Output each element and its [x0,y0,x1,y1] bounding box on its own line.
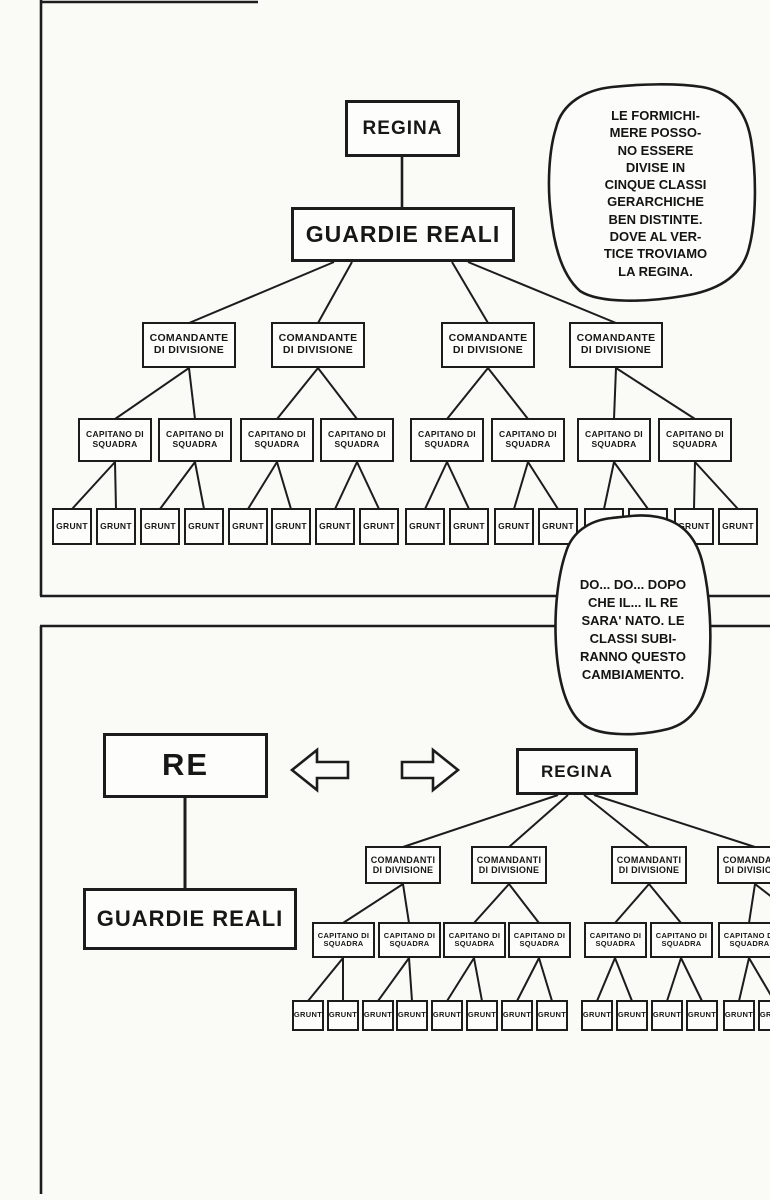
org-box-captain: CAPITANO DI SQUADRA [508,922,571,958]
org-box-grunt: GRUNT [431,1000,463,1031]
org-box-grunt: GRUNT [718,508,758,545]
org-box-grunt: GRUNT [616,1000,648,1031]
org-box-grunt: GRUNT [292,1000,324,1031]
org-box-captain: CAPITANO DI SQUADRA [658,418,732,462]
org-box-captain: CAPITANO DI SQUADRA [491,418,565,462]
org-box-captain: CAPITANO DI SQUADRA [78,418,152,462]
org-box-king: RE [103,733,268,798]
org-box-grunt: GRUNT [651,1000,683,1031]
org-box-grunt: GRUNT [501,1000,533,1031]
org-box-grunt: GRUNT [327,1000,359,1031]
speech-bubble-top-text: LE FORMICHI- MERE POSSO- NO ESSERE DIVIS… [603,108,708,279]
org-box-queen: REGINA [345,100,460,157]
org-box-grunt: GRUNT [315,508,355,545]
org-box-grunt: GRUNT [758,1000,770,1031]
org-box-captain: CAPITANO DI SQUADRA [577,418,651,462]
org-box-grunt: GRUNT [581,1000,613,1031]
speech-bubble-bottom-text: DO... DO... DOPO CHE IL... IL RE SARA' N… [579,577,687,682]
org-box-captain: CAPITANO DI SQUADRA [158,418,232,462]
org-box-grunt: GRUNT [405,508,445,545]
org-box-grunt: GRUNT [359,508,399,545]
org-box-commander: COMANDANTI DI DIVISIONE [611,846,687,884]
org-box-grunt: GRUNT [449,508,489,545]
org-box-captain: CAPITANO DI SQUADRA [443,922,506,958]
org-box-commander: COMANDANTE DI DIVISIONE [271,322,365,368]
org-box-grunt: GRUNT [228,508,268,545]
org-box-grunt: GRUNT [140,508,180,545]
org-box-grunt: GRUNT [686,1000,718,1031]
org-box-royal-guards: GUARDIE REALI [83,888,297,950]
org-box-captain: CAPITANO DI SQUADRA [240,418,314,462]
org-box-grunt: GRUNT [96,508,136,545]
org-box-royal-guards: GUARDIE REALI [291,207,515,262]
org-box-grunt: GRUNT [674,508,714,545]
org-box-commander: COMANDANTI DI DIVISIONE [365,846,441,884]
org-box-commander: COMANDANTE DI DIVISIONE [142,322,236,368]
org-box-grunt: GRUNT [536,1000,568,1031]
org-box-commander: COMANDANTI DI DIVISIONE [717,846,770,884]
org-box-grunt: GRUNT [466,1000,498,1031]
org-box-captain: CAPITANO DI SQUADRA [320,418,394,462]
org-box-captain: CAPITANO DI SQUADRA [312,922,375,958]
org-box-grunt: GRUNT [271,508,311,545]
org-box-grunt: GRUNT [723,1000,755,1031]
arrow-right-icon [400,747,461,793]
org-box-grunt: GRUNT [396,1000,428,1031]
org-box-captain: CAPITANO DI SQUADRA [584,922,647,958]
org-box-commander: COMANDANTE DI DIVISIONE [441,322,535,368]
org-box-grunt: GRUNT [494,508,534,545]
org-box-queen: REGINA [516,748,638,795]
org-box-grunt: GRUNT [538,508,578,545]
org-box-captain: CAPITANO DI SQUADRA [650,922,713,958]
org-box-grunt: GRUNT [584,508,624,545]
org-box-captain: CAPITANO DI SQUADRA [718,922,770,958]
org-box-commander: COMANDANTI DI DIVISIONE [471,846,547,884]
org-box-grunt: GRUNT [52,508,92,545]
org-box-grunt: GRUNT [184,508,224,545]
org-box-captain: CAPITANO DI SQUADRA [378,922,441,958]
org-box-captain: CAPITANO DI SQUADRA [410,418,484,462]
arrow-left-icon [289,747,350,793]
org-box-commander: COMANDANTE DI DIVISIONE [569,322,663,368]
org-box-grunt: GRUNT [362,1000,394,1031]
org-box-grunt: GRUNT [628,508,668,545]
